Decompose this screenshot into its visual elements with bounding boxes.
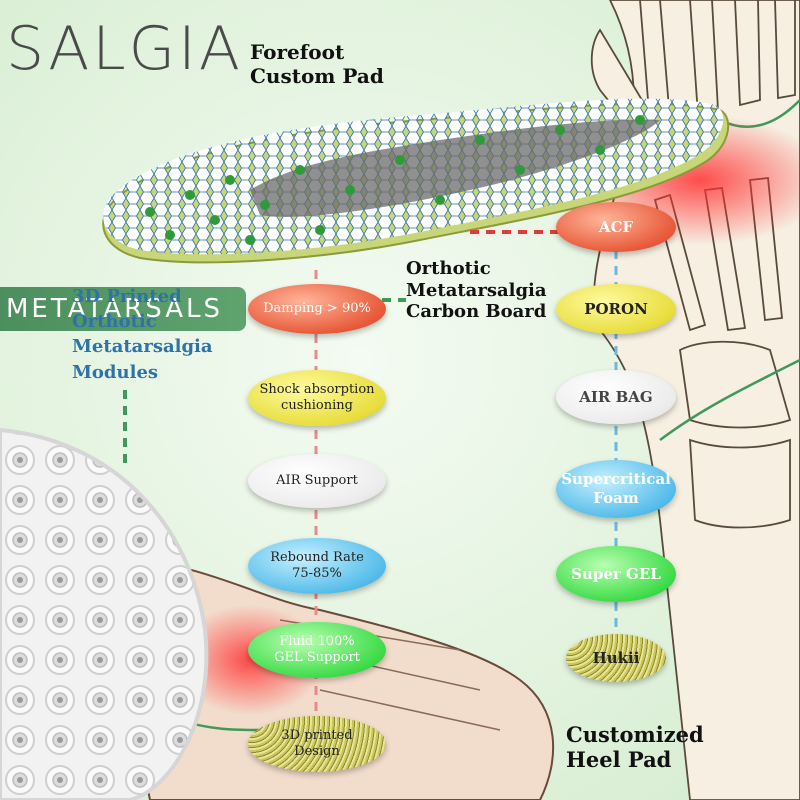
- heel-pad-label: Customized Heel Pad: [566, 722, 704, 773]
- metatarsals-banner: METATARSALS: [0, 287, 246, 331]
- module-poron: PORON: [556, 284, 676, 334]
- module-super-gel: Super GEL: [556, 546, 676, 602]
- brand-logo: SALGIA: [6, 14, 243, 84]
- module-air-bag: AIR BAG: [556, 370, 676, 424]
- 3d-printed-module-closeup: [0, 427, 209, 800]
- carbon-board-label: Orthotic Metatarsalgia Carbon Board: [406, 258, 547, 323]
- insole: [102, 98, 730, 264]
- module-acf: ACF: [556, 202, 676, 252]
- forefoot-pad-label: Forefoot Custom Pad: [250, 40, 384, 88]
- module-damping: Damping > 90%: [248, 284, 386, 334]
- module-fluid-gel: Fluid 100%GEL Support: [248, 622, 386, 678]
- module-air-support: AIR Support: [248, 454, 386, 508]
- module-hukii: Hukii: [566, 634, 666, 682]
- 3d-modules-label: 3D Printed Orthotic Metatarsalgia Module…: [72, 286, 213, 383]
